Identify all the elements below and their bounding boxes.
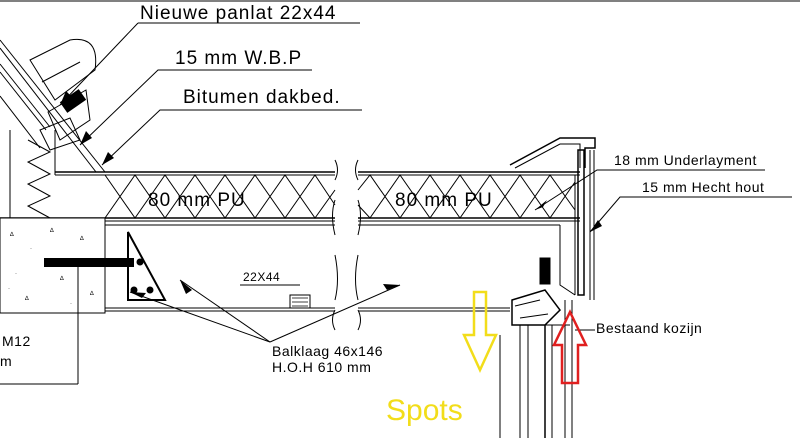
svg-text:·: · xyxy=(70,301,72,307)
label-bitumen: Bitumen dakbed. xyxy=(183,87,341,108)
label-batten: 22X44 xyxy=(243,270,280,284)
roof-edge-detail xyxy=(499,137,596,438)
label-bolt: M12 xyxy=(2,333,31,349)
svg-text:∆: ∆ xyxy=(50,227,54,234)
steel-bracket xyxy=(127,231,167,301)
label-bolt-cut: m xyxy=(0,353,12,369)
svg-text:∆: ∆ xyxy=(10,231,14,238)
label-wbp: 15 mm W.B.P xyxy=(175,48,302,69)
sloped-roof xyxy=(0,38,106,173)
yellow-down-arrow-icon xyxy=(462,290,498,374)
label-pu-right: 80 mm PU xyxy=(395,190,493,211)
leader-arrowheads xyxy=(60,91,602,298)
wall-insulation xyxy=(9,130,56,219)
label-hecht-hout: 15 mm Hecht hout xyxy=(642,179,764,195)
svg-text:∆: ∆ xyxy=(90,290,94,297)
svg-text:·: · xyxy=(30,246,32,252)
label-spots: Spots xyxy=(386,394,463,427)
svg-text:∆: ∆ xyxy=(25,295,29,302)
label-underlayment: 18 mm Underlayment xyxy=(614,152,757,168)
label-balklaag-2: H.O.H 610 mm xyxy=(272,359,371,375)
svg-text:·: · xyxy=(15,271,17,277)
svg-text:∆: ∆ xyxy=(60,275,64,282)
label-nieuwe-panlat: Nieuwe panlat 22x44 xyxy=(140,3,336,24)
svg-text:·: · xyxy=(8,286,10,292)
red-up-arrow-icon xyxy=(552,309,588,385)
concrete-wall: ∆·∆ ∆·∆ ∆∆· ··· xyxy=(0,217,134,385)
label-kozijn: Bestaand kozijn xyxy=(596,320,702,336)
svg-text:∆: ∆ xyxy=(80,235,84,242)
label-balklaag-1: Balklaag 46x146 xyxy=(272,343,383,359)
label-pu-left: 80 mm PU xyxy=(148,190,246,211)
leader-lines xyxy=(59,22,792,343)
roof-deck xyxy=(0,159,580,331)
batten-22x44 xyxy=(240,284,311,309)
